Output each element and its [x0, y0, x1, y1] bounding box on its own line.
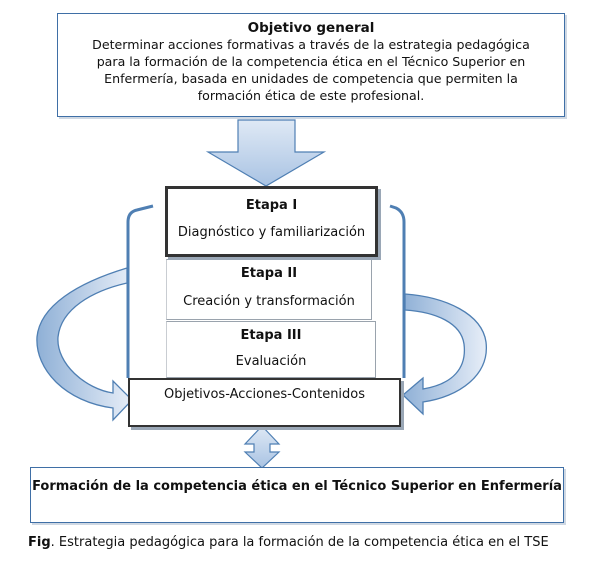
objetivo-title: Objetivo general [247, 20, 375, 36]
left-bracket [126, 204, 154, 378]
formacion-text: Formación de la competencia ética en el … [32, 479, 562, 494]
formacion-box: Formación de la competencia ética en el … [30, 467, 564, 523]
left-cycle-arrow-icon [36, 267, 133, 422]
double-arrow-icon [243, 425, 281, 469]
etapa-2-subtitle: Creación y transformación [183, 294, 355, 309]
objetivo-body: Determinar acciones formativas a través … [92, 37, 530, 103]
objetivos-acciones-contenidos-box: Objetivos-Acciones-Contenidos [128, 378, 401, 427]
caption-prefix: Fig [28, 535, 51, 550]
etapa-1-title: Etapa I [245, 198, 298, 213]
etapa-3-title: Etapa III [240, 328, 302, 343]
etapa-2-box: Etapa II Creación y transformación [166, 259, 372, 320]
caption-text: . Estrategia pedagógica para la formació… [50, 535, 549, 550]
etapa-3-box: Etapa III Evaluación [166, 321, 376, 378]
figure-caption: Fig. Estrategia pedagógica para la forma… [28, 535, 549, 550]
etapa-2-title: Etapa II [240, 266, 298, 281]
objetivo-general-box: Objetivo general Determinar acciones for… [57, 13, 565, 117]
etapa-3-subtitle: Evaluación [235, 354, 307, 369]
right-cycle-arrow-icon [402, 293, 487, 416]
base-label: Objetivos-Acciones-Contenidos [163, 387, 366, 402]
down-arrow-icon [205, 119, 327, 187]
etapa-1-subtitle: Diagnóstico y familiarización [177, 225, 366, 240]
etapa-1-box: Etapa I Diagnóstico y familiarización [165, 186, 378, 257]
right-bracket [389, 204, 406, 378]
